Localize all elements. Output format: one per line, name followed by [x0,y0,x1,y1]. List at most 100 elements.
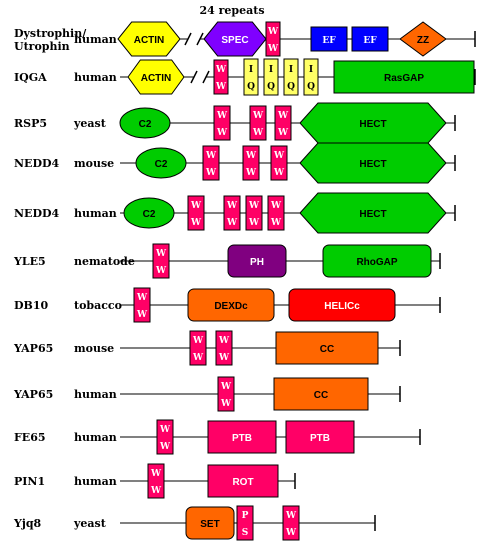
domain-rot: ROT [207,464,279,498]
domain-ww: WW [242,145,260,181]
domain-label: W [252,128,264,138]
domain-label: HECT [359,119,386,130]
domain-label: EF [322,36,336,46]
organism-name: yeast [73,117,107,130]
domain-label: Q [307,82,315,92]
domain-label: EF [363,36,377,46]
domain-label: C2 [139,119,152,130]
domain-hect: HECT [299,142,447,184]
domain-label: W [220,382,232,392]
domain-label: Q [247,82,255,92]
protein-name: Utrophin [14,40,70,53]
domain-label: W [245,168,257,178]
protein-name: IQGA [14,71,47,84]
domain-label: W [159,425,171,435]
domain-label: W [150,469,162,479]
domain-label: W [277,128,289,138]
domain-label: W [245,151,257,161]
break-mark [196,32,204,46]
domain-actin: ACTIN [117,21,181,57]
domain-ww: WW [213,59,229,95]
domain-label: RhoGAP [356,257,397,268]
break-mark [190,70,198,84]
domain-label: P [242,511,249,521]
domain-hect: HECT [299,102,447,144]
domain-label: W [218,353,230,363]
domain-label: W [277,111,289,121]
domain-label: Q [267,82,275,92]
domain-label: ACTIN [141,73,172,84]
domain-ww: WW [133,287,151,323]
domain-ww: WW [213,105,231,141]
domain-ww: WW [187,195,205,231]
protein-name: RSP5 [14,117,47,130]
domain-iq: IQ [263,58,279,96]
protein-name: DB10 [14,299,48,312]
domain-rhogap: RhoGAP [322,244,432,278]
domain-ptb: PTB [207,420,277,454]
domain-label: W [215,82,227,92]
domain-label: W [226,218,238,228]
protein-name: YLE5 [13,255,46,268]
domain-label: W [155,249,167,259]
organism-name: yeast [73,517,107,530]
domain-ww: WW [245,195,263,231]
domain-label: W [252,111,264,121]
organism-name: human [74,475,117,488]
domain-ef: EF [310,26,348,52]
domain-label: W [220,399,232,409]
domain-label: CC [320,344,334,355]
break-mark [184,32,192,46]
domain-set: SET [185,506,235,540]
protein-name: FE65 [14,431,46,444]
domain-label: W [155,266,167,276]
protein-name: NEDD4 [14,207,60,220]
break-gap [194,70,206,84]
domain-label: S [242,528,249,538]
organism-name: human [74,71,117,84]
domain-ef: EF [351,26,389,52]
domain-iq: IQ [303,58,319,96]
domain-label: SPEC [221,35,248,46]
domain-zz: ZZ [399,21,447,57]
protein-name: YAP65 [13,342,53,355]
domain-label: PH [250,257,264,268]
domain-label: Q [287,82,295,92]
domain-ptb: PTB [285,420,355,454]
domain-iq: IQ [243,58,259,96]
domain-label: W [205,151,217,161]
domain-label: W [192,353,204,363]
organism-name: tobacco [74,299,122,312]
organism-name: mouse [74,342,114,355]
domain-label: W [248,218,260,228]
domain-label: W [205,168,217,178]
protein-name: PIN1 [14,475,45,488]
domain-label: W [136,293,148,303]
domain-ww: WW [189,330,207,366]
domain-label: W [226,201,238,211]
domain-spec: SPEC [203,21,267,57]
domain-label: W [285,528,297,538]
domain-hect: HECT [299,192,447,234]
domain-ww: WW [202,145,220,181]
domain-label: ZZ [417,35,429,46]
domain-label: W [190,218,202,228]
domain-label: W [192,336,204,346]
domain-label: W [159,442,171,452]
domain-label: W [273,151,285,161]
domain-ph: PH [227,244,287,278]
domain-label: W [136,310,148,320]
domain-label: W [285,511,297,521]
domain-ww: WW [267,195,285,231]
domain-label: W [215,65,227,75]
domain-label: HELICc [324,301,360,312]
